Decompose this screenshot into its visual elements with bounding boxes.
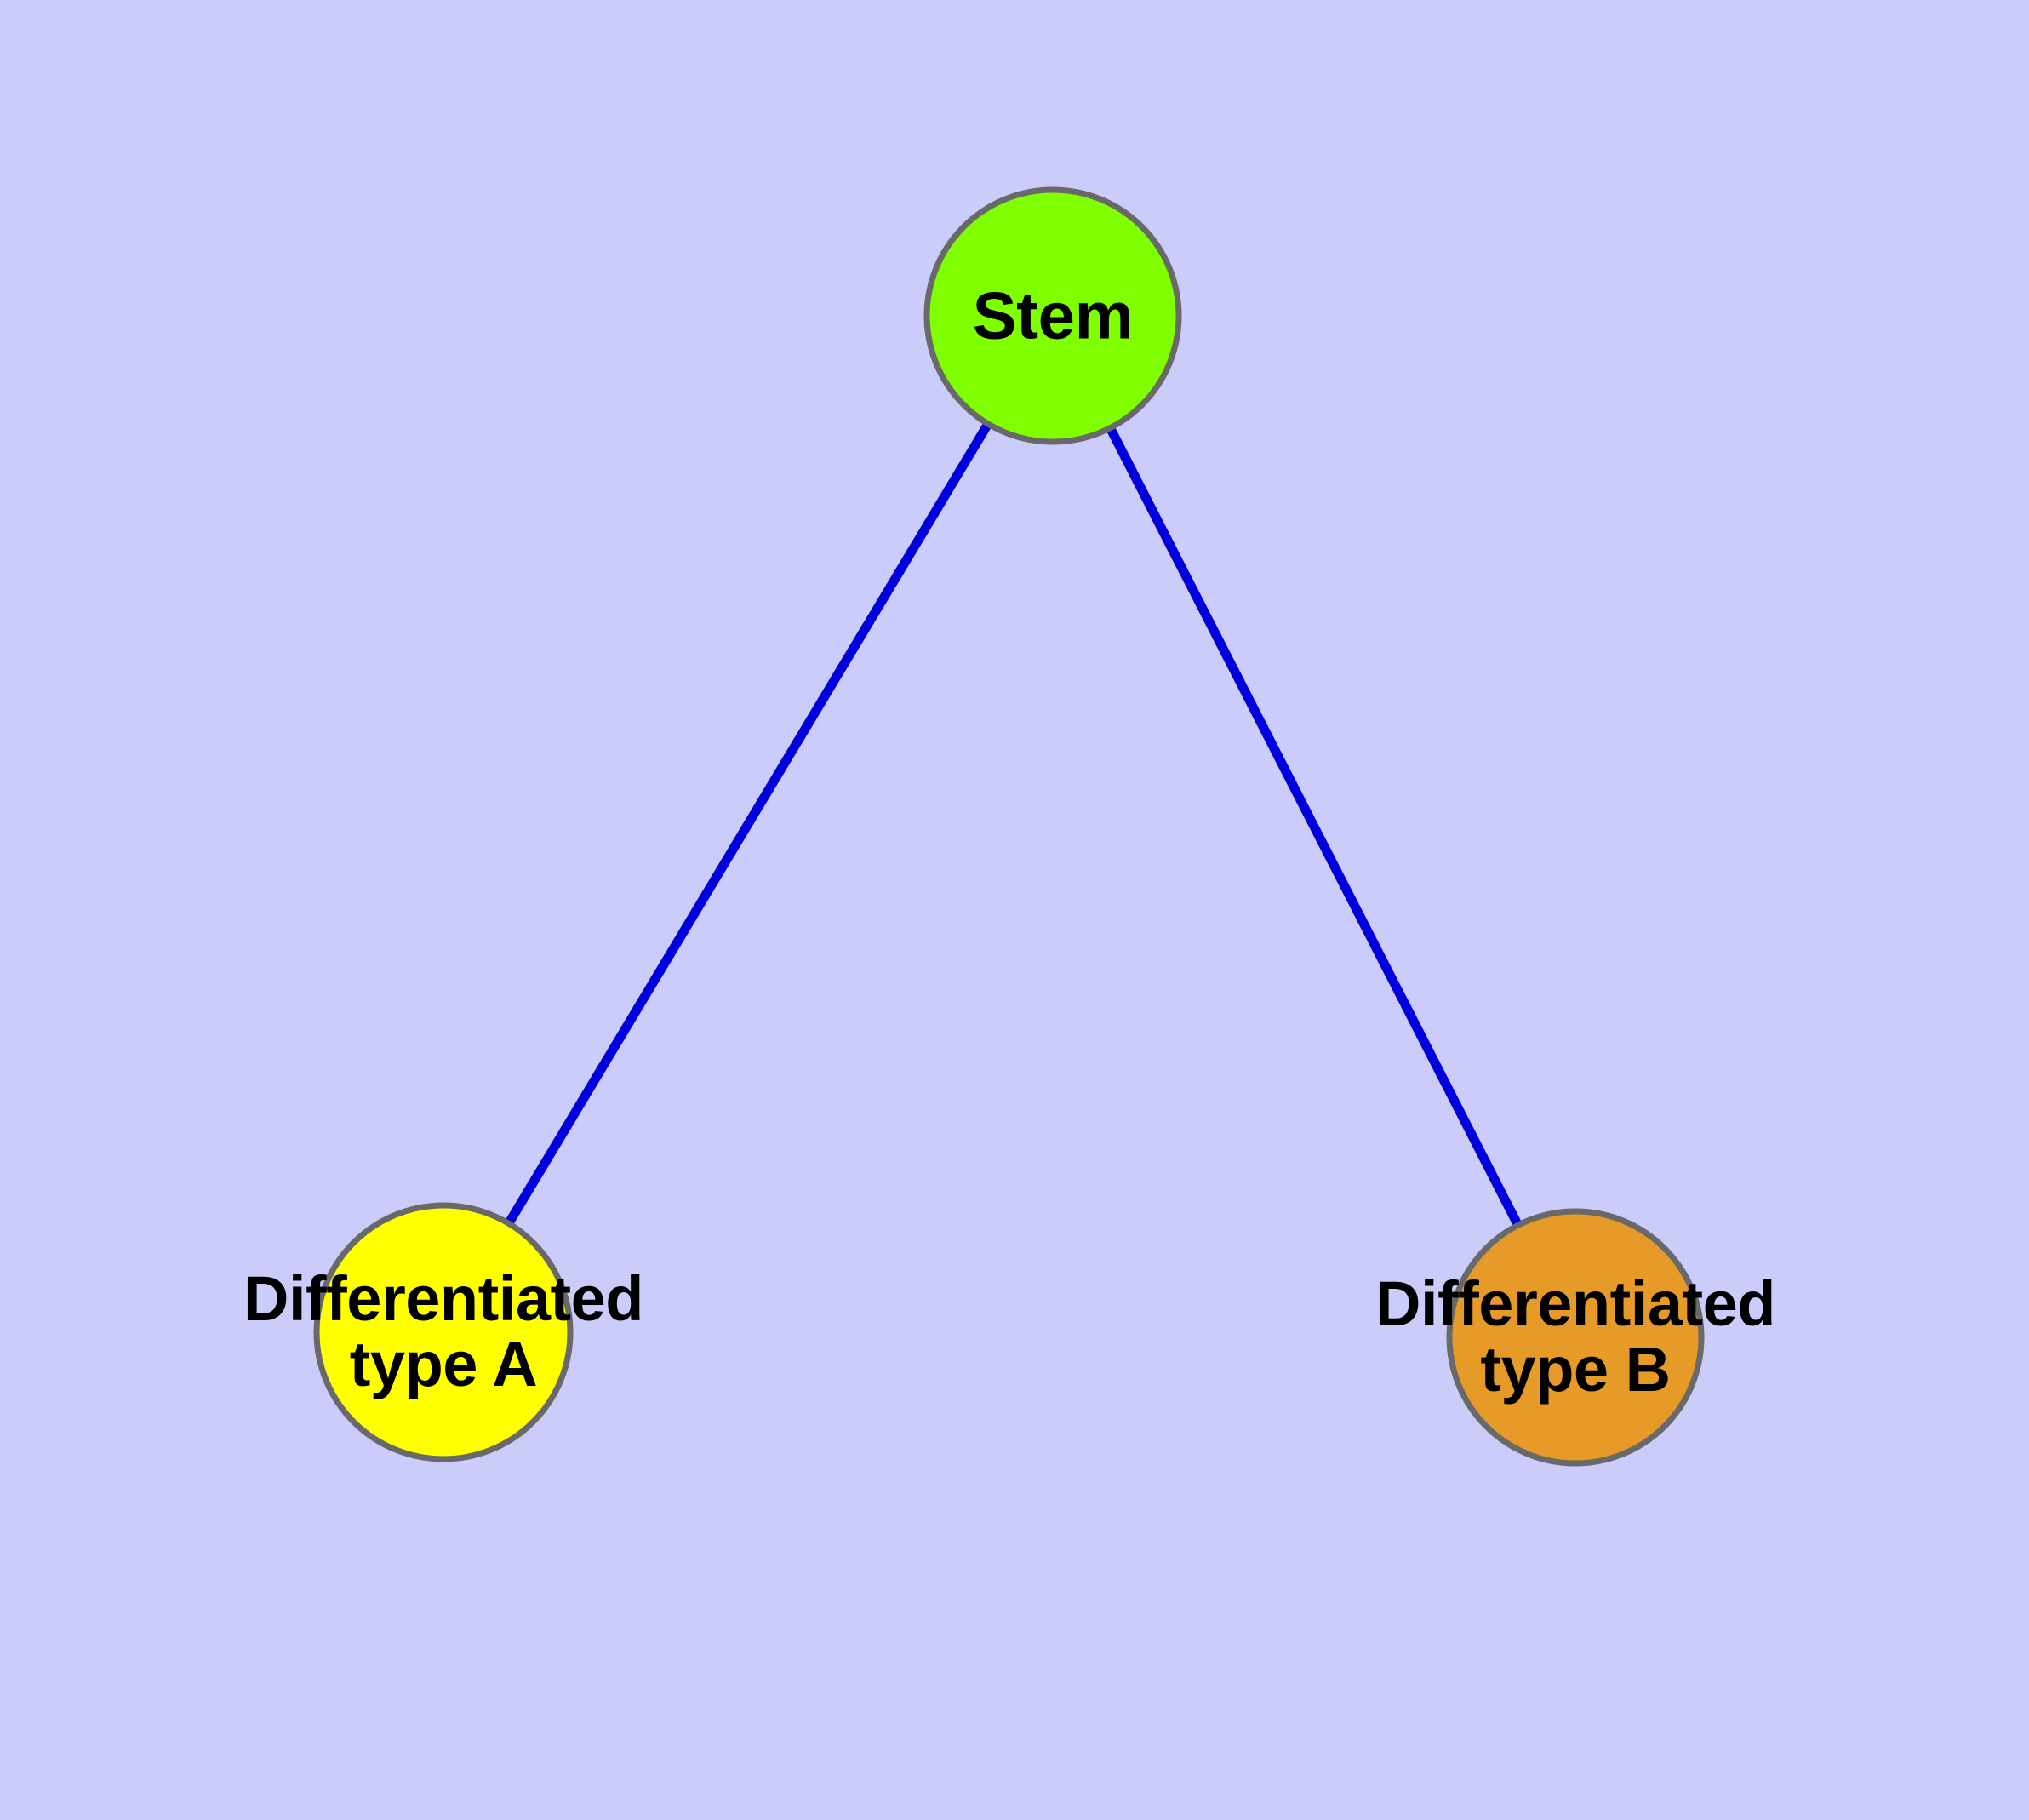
node-differentiated-type-b[interactable] — [1446, 1208, 1705, 1467]
node-stem[interactable] — [923, 186, 1182, 445]
nodes-group — [313, 186, 1705, 1467]
edge-stem-to-differentiated-type-a[interactable] — [439, 313, 1057, 1335]
edge-stem-to-differentiated-type-b[interactable] — [1049, 313, 1580, 1340]
edges-group — [439, 313, 1580, 1340]
node-differentiated-type-a[interactable] — [313, 1202, 574, 1462]
